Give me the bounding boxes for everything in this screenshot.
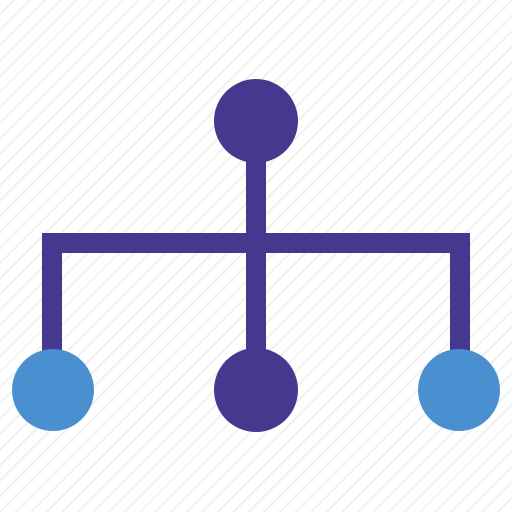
left-branch-line — [42, 233, 62, 383]
trunk-line — [246, 118, 266, 390]
child-node-right — [418, 349, 500, 431]
right-branch-line — [450, 233, 470, 383]
horizontal-bar — [42, 233, 470, 253]
connector-lines — [42, 118, 470, 390]
child-node-left — [12, 349, 94, 431]
child-node-center — [214, 348, 298, 432]
root-node — [214, 79, 298, 163]
